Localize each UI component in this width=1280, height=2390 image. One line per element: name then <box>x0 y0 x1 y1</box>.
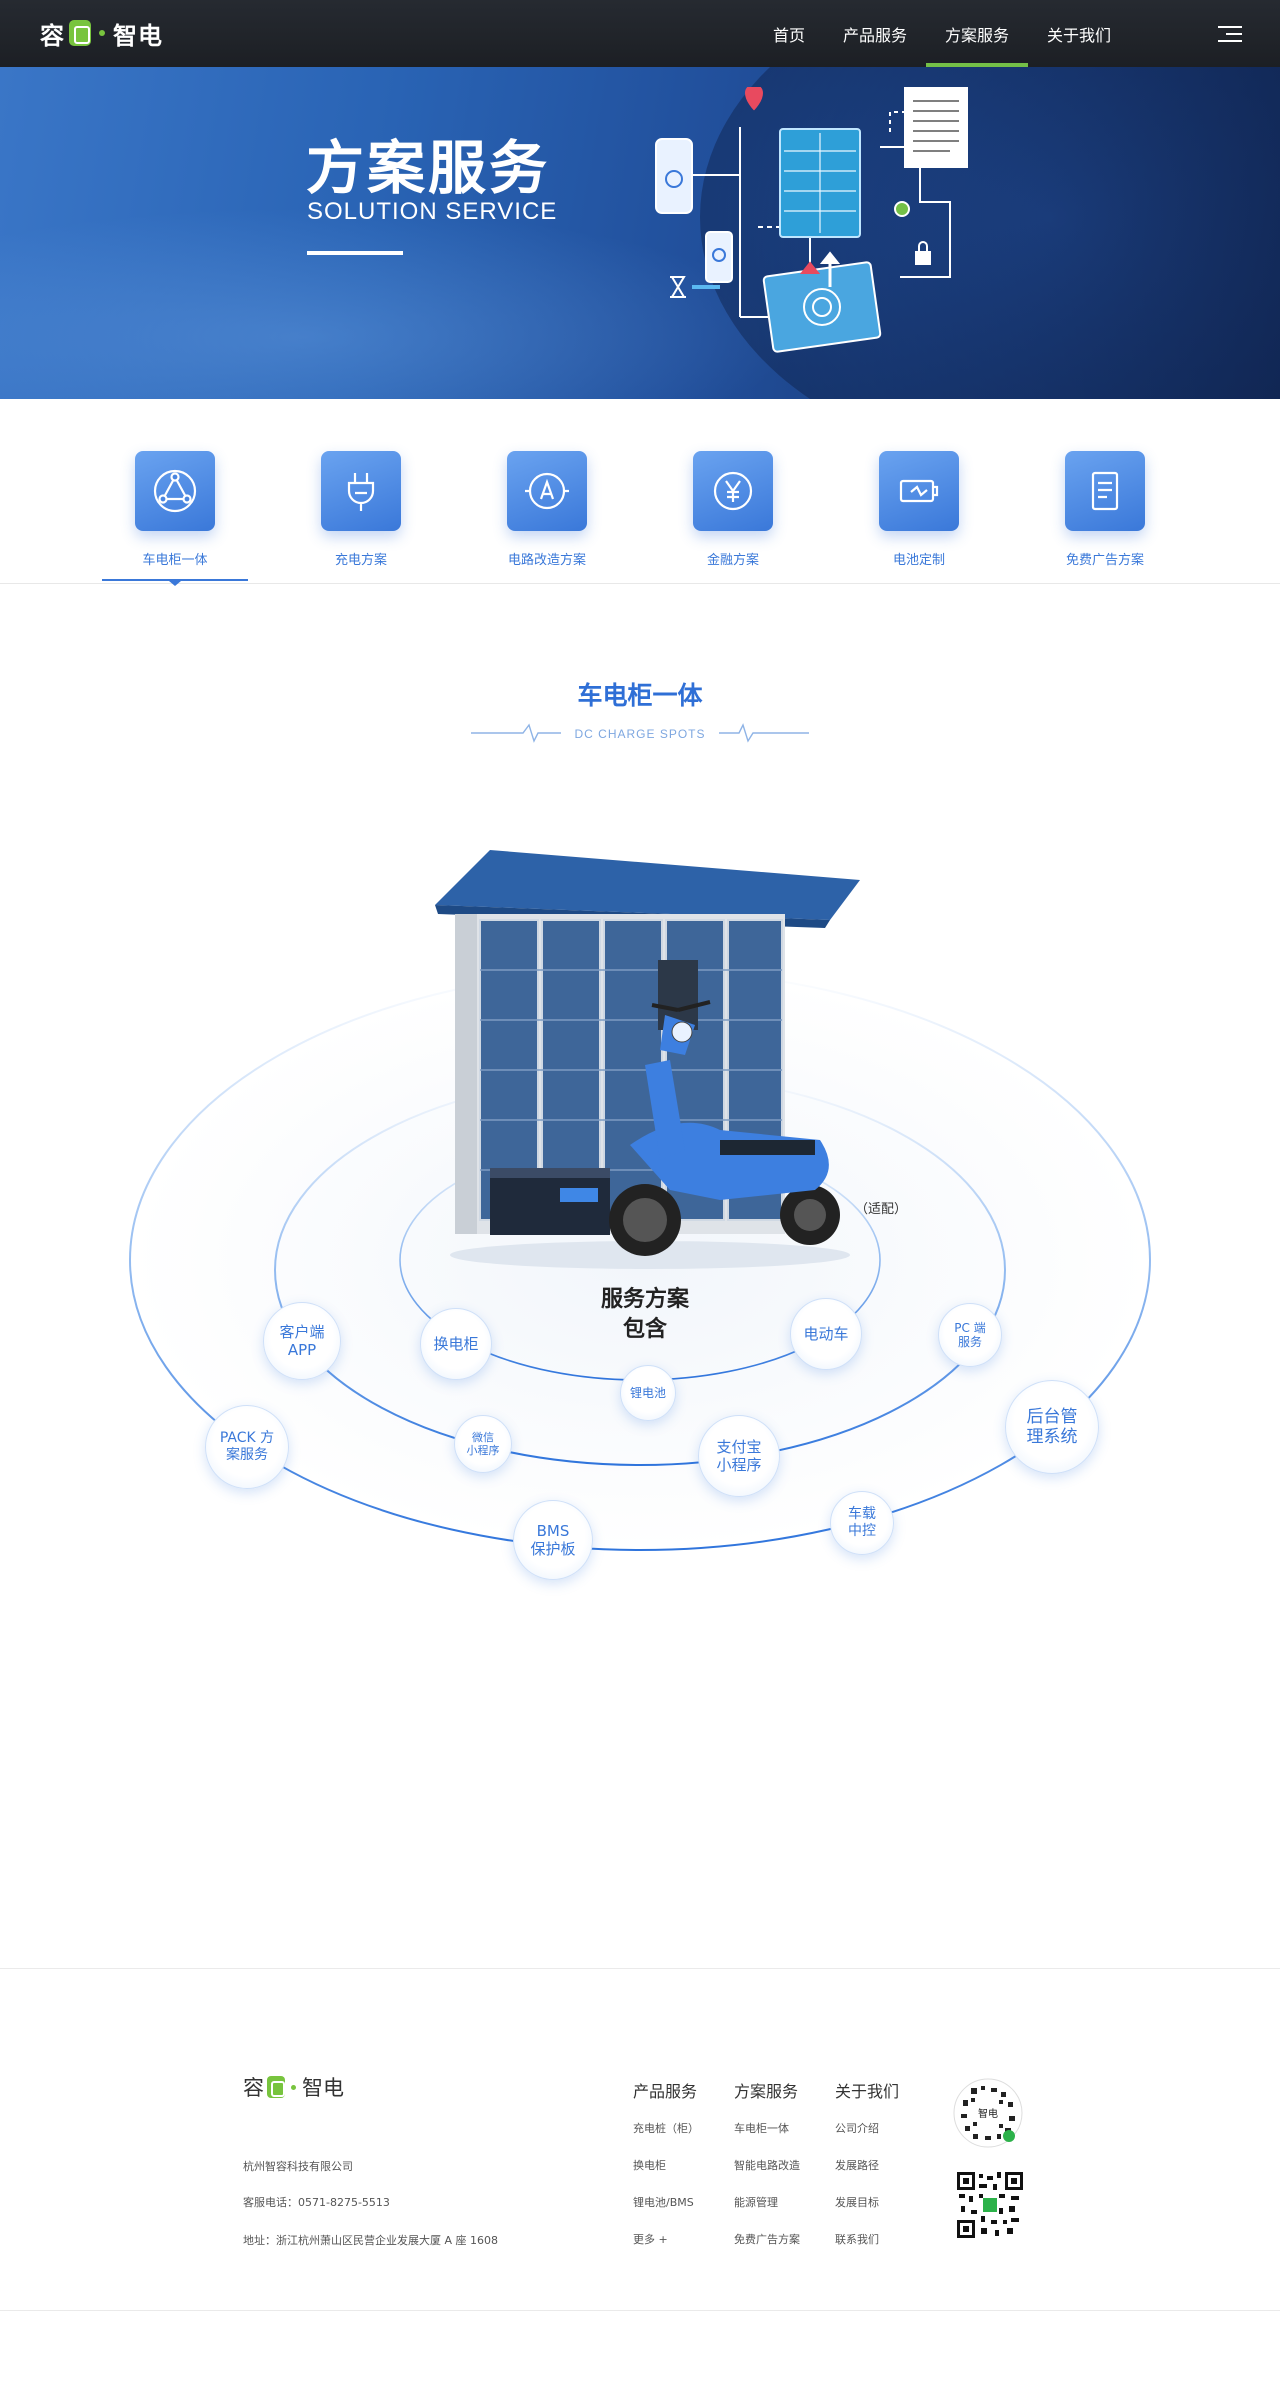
footer-link[interactable]: 能源管理 <box>734 2196 778 2209</box>
mini-program-qr-code: 智电 <box>953 2078 1023 2148</box>
nav-item-products[interactable]: 产品服务 <box>842 25 907 45</box>
footer-link[interactable]: 锂电池/BMS <box>633 2196 694 2209</box>
footer-bottom-divider <box>0 2310 1280 2311</box>
footer-link[interactable]: 换电柜 <box>633 2159 666 2172</box>
document-icon <box>1065 451 1145 531</box>
pulse-line-right-icon <box>718 723 809 743</box>
top-navigation-bar: 容 智电 首页 产品服务 方案服务 关于我们 <box>0 0 1280 67</box>
footer-col-heading: 方案服务 <box>734 2082 799 2101</box>
footer-link[interactable]: 智能电路改造 <box>734 2159 800 2172</box>
footer-col-about: 关于我们 公司介绍 发展路径 发展目标 联系我们 <box>835 2078 935 2268</box>
footer-link[interactable]: 车电柜一体 <box>734 2122 789 2135</box>
bubble-swap-cabinet[interactable]: 换电柜 <box>420 1308 492 1380</box>
yuan-icon <box>693 451 773 531</box>
brand-logo[interactable]: 容 智电 <box>40 14 163 52</box>
tab-active-indicator <box>102 579 248 586</box>
tab-battery[interactable]: 电池定制 <box>846 451 992 581</box>
section-title: 车电柜一体 <box>577 681 703 710</box>
footer-link[interactable]: 公司介绍 <box>835 2122 879 2135</box>
footer-phone: 客服电话：0571-8275-5513 <box>243 2196 390 2209</box>
brand-dot-icon <box>291 2084 296 2090</box>
tab-finance[interactable]: 金融方案 <box>660 451 806 581</box>
footer-address: 地址：浙江杭州萧山区民营企业发展大厦 A 座 1608 <box>243 2234 499 2247</box>
bubble-pack-service[interactable]: PACK 方案服务 <box>205 1405 289 1489</box>
bubble-backend-system[interactable]: 后台管理系统 <box>1005 1380 1099 1474</box>
hamburger-icon[interactable] <box>1218 24 1242 44</box>
ampere-icon <box>507 451 587 531</box>
plug-icon <box>321 451 401 531</box>
section-subtitle: DC CHARGE SPOTS <box>574 726 706 741</box>
pulse-line-left-icon <box>471 723 562 743</box>
tab-label: 充电方案 <box>334 553 387 568</box>
tab-label: 金融方案 <box>706 553 759 568</box>
tab-label: 电池定制 <box>892 553 945 568</box>
footer-col-solutions: 方案服务 车电柜一体 智能电路改造 能源管理 免费广告方案 <box>734 2078 834 2268</box>
bubble-vehicle-controller[interactable]: 车载中控 <box>830 1491 894 1555</box>
footer-link[interactable]: 发展目标 <box>835 2196 879 2209</box>
site-footer <box>0 1968 1280 2308</box>
wechat-qr-code <box>955 2170 1025 2240</box>
bubble-lithium-battery[interactable]: 锂电池 <box>620 1365 676 1421</box>
brand-dot-icon <box>99 30 105 36</box>
triangle-nodes-icon <box>135 451 215 531</box>
bubble-alipay-miniprogram[interactable]: 支付宝小程序 <box>698 1415 780 1497</box>
tab-label: 免费广告方案 <box>1065 553 1144 568</box>
footer-link[interactable]: 免费广告方案 <box>734 2233 800 2246</box>
brand-mark-icon <box>267 2076 285 2098</box>
nav-item-solutions[interactable]: 方案服务 <box>925 0 1029 67</box>
tab-integrated[interactable]: 车电柜一体 <box>102 451 248 586</box>
diagram-center-label: 服务方案 包含 <box>600 1287 689 1342</box>
tab-advertising[interactable]: 免费广告方案 <box>1032 451 1178 581</box>
tab-circuit[interactable]: 电路改造方案 <box>474 451 620 581</box>
brand-mark-icon <box>69 20 91 46</box>
footer-col-heading: 关于我们 <box>835 2082 900 2101</box>
battery-icon <box>879 451 959 531</box>
qr-center-text: 智电 <box>978 2107 998 2120</box>
adapter-note: （适配） <box>855 1202 908 1217</box>
footer-logo[interactable]: 容 智电 <box>243 2076 344 2100</box>
footer-link[interactable]: 发展路径 <box>835 2159 879 2172</box>
cabinet-scooter-illustration <box>435 850 860 1269</box>
bubble-electric-vehicle[interactable]: 电动车 <box>790 1298 862 1370</box>
hero-banner: 方案服务 SOLUTION SERVICE <box>0 67 1280 399</box>
bubble-pc-service[interactable]: PC 端服务 <box>938 1303 1002 1367</box>
footer-company: 杭州智容科技有限公司 <box>243 2160 353 2173</box>
tab-label: 车电柜一体 <box>142 553 208 568</box>
footer-link[interactable]: 充电桩（柜） <box>633 2122 699 2135</box>
banner-subtitle: SOLUTION SERVICE <box>307 198 558 225</box>
footer-link[interactable]: 更多 + <box>633 2233 668 2246</box>
footer-link[interactable]: 联系我们 <box>835 2233 879 2246</box>
section-subtitle-row: DC CHARGE SPOTS <box>0 721 1280 745</box>
banner-title: 方案服务 <box>306 134 551 202</box>
solution-tabs: 车电柜一体 充电方案 电路改造方案 金融方案 <box>0 399 1280 586</box>
banner-system-illustration <box>655 87 968 353</box>
bubble-wechat-miniprogram[interactable]: 微信小程序 <box>454 1415 512 1473</box>
tab-label: 电路改造方案 <box>507 553 586 568</box>
tab-charging[interactable]: 充电方案 <box>288 451 434 581</box>
nav-item-home[interactable]: 首页 <box>772 25 805 45</box>
banner-underline <box>307 251 403 255</box>
brand-name-right: 智电 <box>113 21 163 50</box>
footer-col-products: 产品服务 充电桩（柜） 换电柜 锂电池/BMS 更多 + <box>633 2078 733 2268</box>
nav-item-about[interactable]: 关于我们 <box>1046 25 1111 45</box>
main-nav: 首页 产品服务 方案服务 关于我们 <box>754 0 1130 67</box>
brand-name-left: 容 <box>40 21 65 50</box>
footer-col-heading: 产品服务 <box>633 2082 698 2101</box>
